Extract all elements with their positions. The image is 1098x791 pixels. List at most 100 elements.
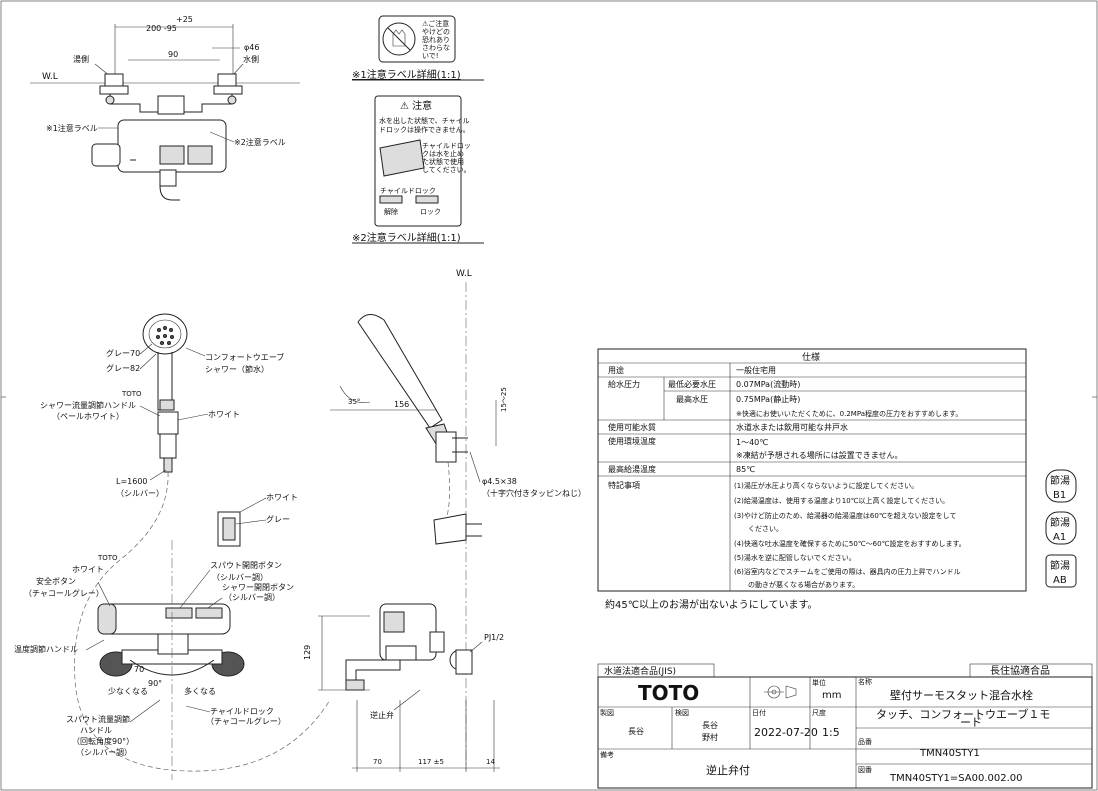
scale-value: 1:5 (822, 726, 840, 739)
spec-v-5: 1〜40℃ (736, 438, 768, 447)
hot-side-label: 湯側 (73, 54, 89, 64)
screw-spec-label: φ4.5×38 (482, 477, 517, 486)
spout-flow-handle-1: スパウト流量調節 (66, 714, 130, 724)
long-life-label: 長住協適合品 (990, 664, 1050, 677)
safety-button-label: 安全ボタン (36, 576, 76, 586)
label2-lock-title: チャイルドロック (380, 187, 436, 195)
label1-line1: ⚠ご注意 (422, 19, 449, 28)
name-label: 名称 (858, 677, 872, 686)
caution2-detail-title: ※2注意ラベル詳細(1:1) (352, 231, 461, 244)
more-label: 多くなる (184, 686, 216, 696)
label2-lock: ロック (420, 208, 441, 216)
part-label: 品番 (858, 738, 872, 746)
drawing-label: 図番 (858, 766, 872, 774)
comfort-wave-label: コンフォートウエーブ (205, 352, 284, 362)
body-front-view: TOTO ホワイト 安全ボタン （チャコールグレー） スパウト開閉ボタン （シル… (14, 540, 294, 780)
spec-table: 仕様 用途 一般住宅用 給水圧力 最低必要水圧 0.07MPa(流動時) 最高水… (597, 348, 1027, 611)
spec-note-1: (1)湯圧が水圧より高くならないように設定してください。 (734, 481, 918, 490)
pj-label: PJ1/2 (484, 633, 504, 642)
badge-1-top: 節湯 (1050, 516, 1070, 529)
savings-badges: 節湯 B1 節湯 A1 節湯 AB (1045, 469, 1077, 588)
toto-body-label: TOTO (97, 554, 118, 562)
spec-notes-label: 特記事項 (608, 480, 640, 490)
name-line3: ード (960, 716, 982, 729)
dim-plus25: +25 (176, 15, 193, 24)
scale-label: 尺度 (812, 708, 826, 717)
dim-90deg: 90° (148, 679, 162, 688)
dim-90: 90 (168, 50, 178, 59)
label1-line3: 恐れあり (422, 36, 450, 44)
part-number: TMN40STY1 (919, 748, 980, 759)
unit-label: 単位 (812, 678, 826, 687)
shower-side-view: W.L 35° 156 15〜25 φ4.5×38 （十字穴付きタッピンねじ） (330, 269, 586, 770)
label2-side4: してください。 (422, 166, 471, 174)
badge-0-top: 節湯 (1050, 474, 1070, 487)
spec-v-7: 85℃ (736, 465, 755, 474)
spec-k-4: 使用可能水質 (608, 422, 656, 432)
spec-k-5: 使用環境温度 (608, 436, 656, 446)
spec-k-1: 給水圧力 (608, 379, 640, 389)
spec-v-4: 水道水または飲用可能な井戸水 (736, 422, 848, 432)
charcoal-grey-label-1: （チャコールグレー） (24, 588, 104, 598)
screw-note-label: （十字穴付きタッピンねじ） (482, 488, 586, 498)
child-lock-label: チャイルドロック (210, 707, 274, 716)
shower-button-label: シャワー開閉ボタン (222, 583, 294, 592)
label2-side1: チャイルドロッ (422, 142, 471, 150)
spec-v-3: ※快適にお使いいただくために、0.2MPa程度の圧力をおすすめします。 (736, 409, 962, 418)
drawing-number: TMN40STY1=SA00.002.00 (889, 773, 1023, 784)
spec-note-5: (5)湯水を逆に配管しないでください。 (734, 553, 856, 562)
toto-small-label: TOTO (121, 390, 142, 398)
spec-note-2: (2)給湯温度は、使用する温度より10℃以上高く設定してください。 (734, 496, 949, 505)
grey70-label: グレー70 (106, 348, 140, 358)
spec-v-0: 一般住宅用 (736, 365, 776, 375)
badge-1-bottom: A1 (1053, 532, 1066, 543)
spec-v-6: ※凍結が予想される場所には設置できません。 (736, 450, 902, 460)
date-value: 2022-07-20 (754, 726, 818, 739)
spout-flow-handle-4: （シルバー調） (76, 747, 132, 757)
charcoal-grey-label-2: （チャコールグレー） (206, 716, 286, 726)
body-side-view: 129 PJ1/2 逆止弁 70 117 ±5 14 (303, 603, 504, 772)
shower-flow-handle-label: シャワー流量調節ハンドル (40, 400, 136, 410)
spec-title: 仕様 (802, 351, 820, 363)
checker-name-1: 長谷 (702, 721, 718, 730)
badge-2-top: 節湯 (1050, 559, 1070, 572)
label1-line2: やけどの (422, 28, 450, 36)
white-label-2: ホワイト (266, 493, 298, 502)
spec-note-3b: ください。 (734, 525, 783, 533)
remarks-value: 逆止弁付 (706, 763, 750, 777)
name-line1: 壁付サーモスタット混合水栓 (890, 688, 1033, 702)
label2-title: ⚠ 注意 (400, 99, 432, 112)
wl-label-side: W.L (456, 269, 472, 279)
label2-line1: 水を出した状態で、チャイル (379, 116, 470, 125)
dim-bottom-117: 117 ±5 (418, 758, 444, 766)
spec-footnote: 約45℃以上のお湯が出ないようにしています。 (605, 598, 817, 611)
label2-side3: た状態で使用 (422, 157, 464, 166)
grey82-label: グレー82 (106, 363, 140, 373)
label2-side2: クは水を止め (422, 149, 464, 158)
badge-0-bottom: B1 (1053, 490, 1066, 501)
temp-handle-label: 温度調節ハンドル (14, 644, 78, 654)
toto-logo: TOTO (638, 681, 699, 705)
dim-phi46: φ46 (244, 43, 259, 52)
caution-label-2: ⚠ 注意 水を出した状態で、チャイル ドロックは操作できません。 チャイルドロッ… (352, 95, 484, 244)
spec-k-7: 最高給湯温度 (608, 464, 656, 474)
shower-save-label: シャワー（節水） (205, 364, 269, 374)
dim-bottom-14: 14 (486, 758, 495, 766)
date-label: 日付 (752, 708, 766, 717)
checker-name-2: 野村 (702, 732, 718, 742)
less-label: 少なくなる (108, 687, 148, 696)
badge-2-bottom: AB (1053, 575, 1067, 586)
remarks-label: 備考 (600, 750, 614, 759)
spec-note-6b: の動きが悪くなる場合があります。 (734, 580, 859, 589)
dim-70-front: 70 (134, 665, 144, 674)
jis-label: 水道法適合品(JIS) (604, 665, 676, 677)
caution2-label: ※2注意ラベル (234, 137, 286, 147)
dim-35deg: 35° (348, 398, 360, 406)
caution1-label: ※1注意ラベル (46, 123, 98, 133)
pale-white-label: （ペールホワイト） (52, 412, 124, 421)
dim-156: 156 (394, 400, 409, 409)
spec-v-1: 0.07MPa(流動時) (736, 379, 800, 389)
grey-label: グレー (266, 514, 290, 524)
label1-line5: いで! (422, 52, 439, 60)
